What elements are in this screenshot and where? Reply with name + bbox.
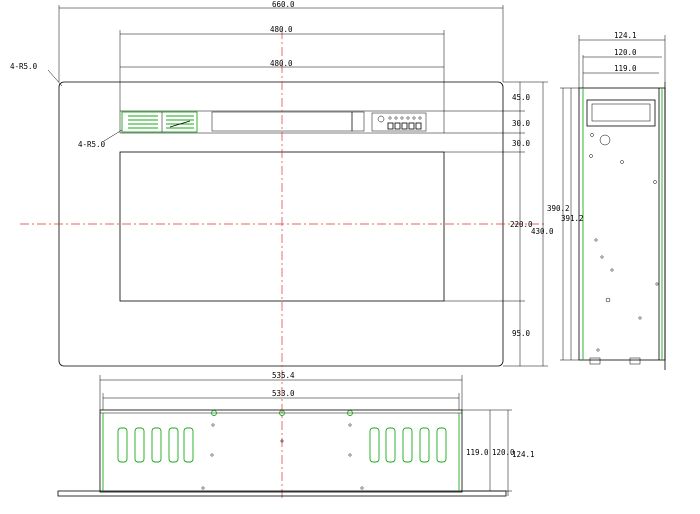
- dim-label-side-390: 390.2: [547, 204, 570, 213]
- dim-label-bottom-124: 124.1: [512, 450, 535, 459]
- dim-label-430: 430.0: [531, 227, 554, 236]
- dim-label-535: 535.4: [272, 371, 295, 380]
- dim-label-660: 660.0: [272, 0, 295, 9]
- dim-opening-width-mid: 480.0: [120, 59, 444, 68]
- dim-right-chain: 45.0 30.0 30.0 220.0 430.0 95.0: [444, 81, 554, 367]
- dim-side-widths: 124.1 120.0 119.0: [578, 31, 666, 88]
- dim-label-side-119: 119.0: [614, 64, 637, 73]
- dim-label-220: 220.0: [510, 220, 533, 229]
- dim-label-side-391: 391.2: [561, 214, 584, 223]
- dim-label-480-mid: 480.0: [270, 59, 293, 68]
- left-grille-lines: [128, 112, 194, 132]
- dim-front-width: 660.0: [58, 0, 504, 82]
- dim-opening-width-top: 480.0: [119, 25, 445, 111]
- side-control-box: [586, 99, 656, 127]
- dim-label-side-120: 120.0: [614, 48, 637, 57]
- dim-label-30b: 30.0: [512, 139, 531, 148]
- dim-label-radius-inner: 4-R5.0: [78, 140, 106, 149]
- dim-label-bottom-120: 120.0: [492, 448, 515, 457]
- radius-label-inner: 4-R5.0: [78, 129, 123, 149]
- dim-side-heights: 390.2 391.2: [547, 87, 584, 361]
- left-grille-block: [121, 111, 198, 133]
- side-view: [578, 82, 666, 370]
- dim-label-480-top: 480.0: [270, 25, 293, 34]
- dim-label-95: 95.0: [512, 329, 531, 338]
- bottom-view: [57, 409, 507, 497]
- bottom-body: [99, 409, 463, 493]
- dim-label-30a: 30.0: [512, 119, 531, 128]
- bottom-vents-right: [369, 427, 447, 463]
- dim-bottom-widths: 535.4 533.0: [99, 371, 463, 410]
- dim-bottom-heights: 119.0 120.0 124.1: [462, 409, 535, 496]
- dim-label-radius-outer: 4-R5.0: [10, 62, 38, 71]
- bottom-flange: [57, 490, 507, 497]
- control-panel-box: [371, 112, 427, 132]
- side-body: [578, 87, 666, 361]
- bottom-vents-left: [117, 427, 194, 463]
- power-knob-icon: [377, 115, 385, 123]
- dim-label-bottom-119: 119.0: [466, 448, 489, 457]
- side-hole-large: [599, 134, 611, 146]
- dim-label-533: 533.0: [272, 389, 295, 398]
- radius-label-outer: 4-R5.0: [10, 62, 63, 87]
- dim-label-45: 45.0: [512, 93, 531, 102]
- indicator-dots: [388, 116, 422, 120]
- display-slot-end: [351, 111, 365, 132]
- control-buttons: [387, 122, 422, 130]
- dim-label-side-124: 124.1: [614, 31, 637, 40]
